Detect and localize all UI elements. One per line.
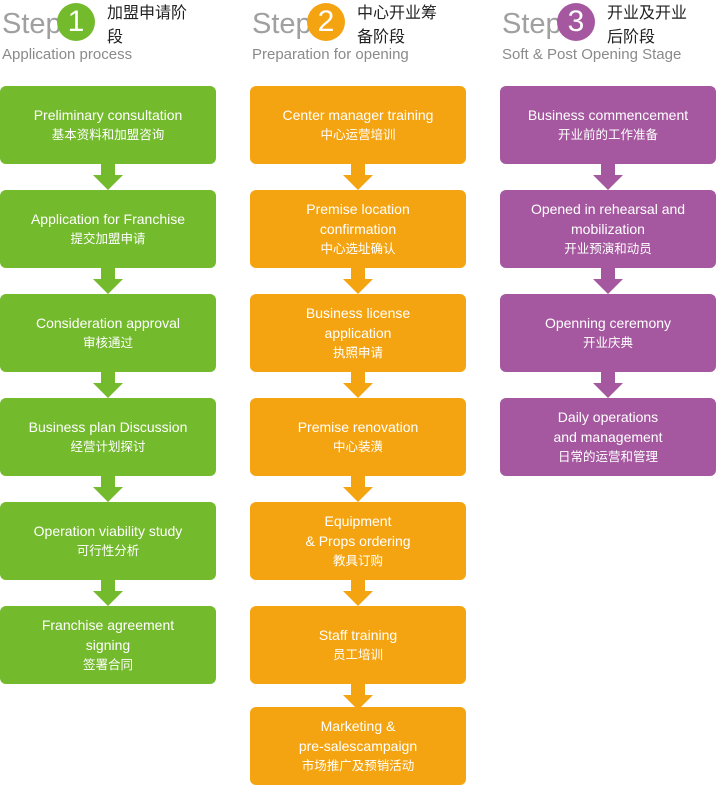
step-label-cn: 可行性分析 — [76, 544, 140, 558]
stage-title-en: Application process — [2, 46, 133, 63]
step-box-preliminary-consultation: Preliminary consultation 基本资料和加盟咨询 — [0, 86, 216, 164]
down-arrow-icon — [593, 268, 623, 295]
stage-title-cn: 中心开业筹备阶段 — [357, 5, 438, 46]
step-label-cn: 经营计划探讨 — [70, 440, 146, 454]
step-label-en: Openning ceremony — [544, 315, 672, 331]
step-box-business-license-application: Business license application 执照申请 — [250, 294, 466, 372]
stage-title-cn: 开业及开业后阶段 — [607, 5, 688, 46]
step-label-cn: 基本资料和加盟咨询 — [51, 128, 165, 142]
stage-2-header: Step 2 中心开业筹备阶段 Preparation for opening — [250, 0, 490, 70]
step-label-en: Equipment & Props ordering — [305, 513, 411, 549]
step-box-business-plan-discussion: Business plan Discussion 经营计划探讨 — [0, 398, 216, 476]
step-label-cn: 日常的运营和管理 — [557, 450, 658, 464]
step-label-en: Premise renovation — [297, 419, 419, 435]
down-arrow-icon — [343, 476, 373, 503]
stage-title-en: Soft & Post Opening Stage — [502, 46, 682, 63]
down-arrow-icon — [93, 268, 123, 295]
step-label-en: Opened in rehearsal and mobilization — [530, 201, 686, 237]
down-arrow-icon — [343, 684, 373, 711]
stage-2-column: Step 2 中心开业筹备阶段 Preparation for opening … — [250, 0, 466, 786]
step-box-application-for-franchise: Application for Franchise 提交加盟申请 — [0, 190, 216, 268]
step-label-en: Operation viability study — [33, 523, 183, 539]
step-box-opened-in-rehearsal: Opened in rehearsal and mobilization 开业预… — [500, 190, 716, 268]
step-number-badge: 2 — [307, 3, 345, 41]
step-label-en: Marketing & pre-salescampaign — [298, 718, 418, 754]
step-label-en: Preliminary consultation — [33, 107, 183, 123]
step-label-en: Premise location confirmation — [306, 201, 410, 237]
step-box-franchise-agreement-signing: Franchise agreement signing 签署合同 — [0, 606, 216, 684]
down-arrow-icon — [593, 372, 623, 399]
stage-1-column: Step 1 加盟申请阶段 Application process Prelim… — [0, 0, 216, 786]
step-label-en: Franchise agreement signing — [41, 617, 175, 653]
step-box-marketing-pre-sales-campaign: Marketing & pre-salescampaign 市场推广及预销活动 — [250, 707, 466, 785]
step-label-cn: 中心选址确认 — [320, 242, 396, 256]
down-arrow-icon — [343, 164, 373, 191]
step-label-cn: 执照申请 — [332, 346, 383, 360]
down-arrow-icon — [93, 372, 123, 399]
step-number-badge: 1 — [57, 3, 95, 41]
down-arrow-icon — [343, 580, 373, 607]
step-word: Step — [252, 8, 312, 40]
down-arrow-icon — [93, 164, 123, 191]
step-box-daily-operations: Daily operations and management 日常的运营和管理 — [500, 398, 716, 476]
step-label-cn: 开业预演和动员 — [564, 242, 652, 256]
step-box-openning-ceremony: Openning ceremony 开业庆典 — [500, 294, 716, 372]
step-box-consideration-approval: Consideration approval 审核通过 — [0, 294, 216, 372]
step-label-cn: 市场推广及预销活动 — [301, 759, 415, 773]
down-arrow-icon — [93, 580, 123, 607]
step-box-equipment-props-ordering: Equipment & Props ordering 教具订购 — [250, 502, 466, 580]
step-word: Step — [2, 8, 62, 40]
step-label-cn: 开业前的工作准备 — [557, 128, 658, 142]
step-label-en: Center manager training — [282, 107, 434, 123]
stage-3-column: Step 3 开业及开业后阶段 Soft & Post Opening Stag… — [500, 0, 716, 786]
step-label-en: Application for Franchise — [30, 211, 186, 227]
step-label-en: Consideration approval — [36, 315, 180, 331]
step-box-staff-training: Staff training 员工培训 — [250, 606, 466, 684]
stage-3-header: Step 3 开业及开业后阶段 Soft & Post Opening Stag… — [500, 0, 716, 70]
step-label-cn: 审核通过 — [82, 336, 133, 350]
down-arrow-icon — [593, 164, 623, 191]
step-label-en: Daily operations and management — [553, 409, 663, 445]
step-label-cn: 中心装潢 — [332, 440, 383, 454]
step-label-cn: 开业庆典 — [582, 336, 633, 350]
step-box-premise-renovation: Premise renovation 中心装潢 — [250, 398, 466, 476]
step-box-center-manager-training: Center manager training 中心运营培训 — [250, 86, 466, 164]
down-arrow-icon — [343, 372, 373, 399]
stage-1-header: Step 1 加盟申请阶段 Application process — [0, 0, 240, 70]
step-label-cn: 员工培训 — [332, 648, 383, 662]
step-label-en: Business plan Discussion — [28, 419, 188, 435]
step-label-en: Business commencement — [527, 107, 689, 123]
step-label-en: Business license application — [305, 305, 411, 341]
stage-title-cn: 加盟申请阶段 — [107, 5, 188, 46]
step-word: Step — [502, 8, 562, 40]
step-label-en: Staff training — [318, 627, 398, 643]
step-label-cn: 中心运营培训 — [320, 128, 396, 142]
step-label-cn: 签署合同 — [82, 658, 133, 672]
step-label-cn: 教具订购 — [332, 554, 383, 568]
stage-title-en: Preparation for opening — [252, 46, 409, 63]
step-box-premise-location-confirmation: Premise location confirmation 中心选址确认 — [250, 190, 466, 268]
step-number-badge: 3 — [557, 3, 595, 41]
down-arrow-icon — [343, 268, 373, 295]
down-arrow-icon — [93, 476, 123, 503]
step-label-cn: 提交加盟申请 — [70, 232, 146, 246]
step-box-operation-viability-study: Operation viability study 可行性分析 — [0, 502, 216, 580]
step-box-business-commencement: Business commencement 开业前的工作准备 — [500, 86, 716, 164]
